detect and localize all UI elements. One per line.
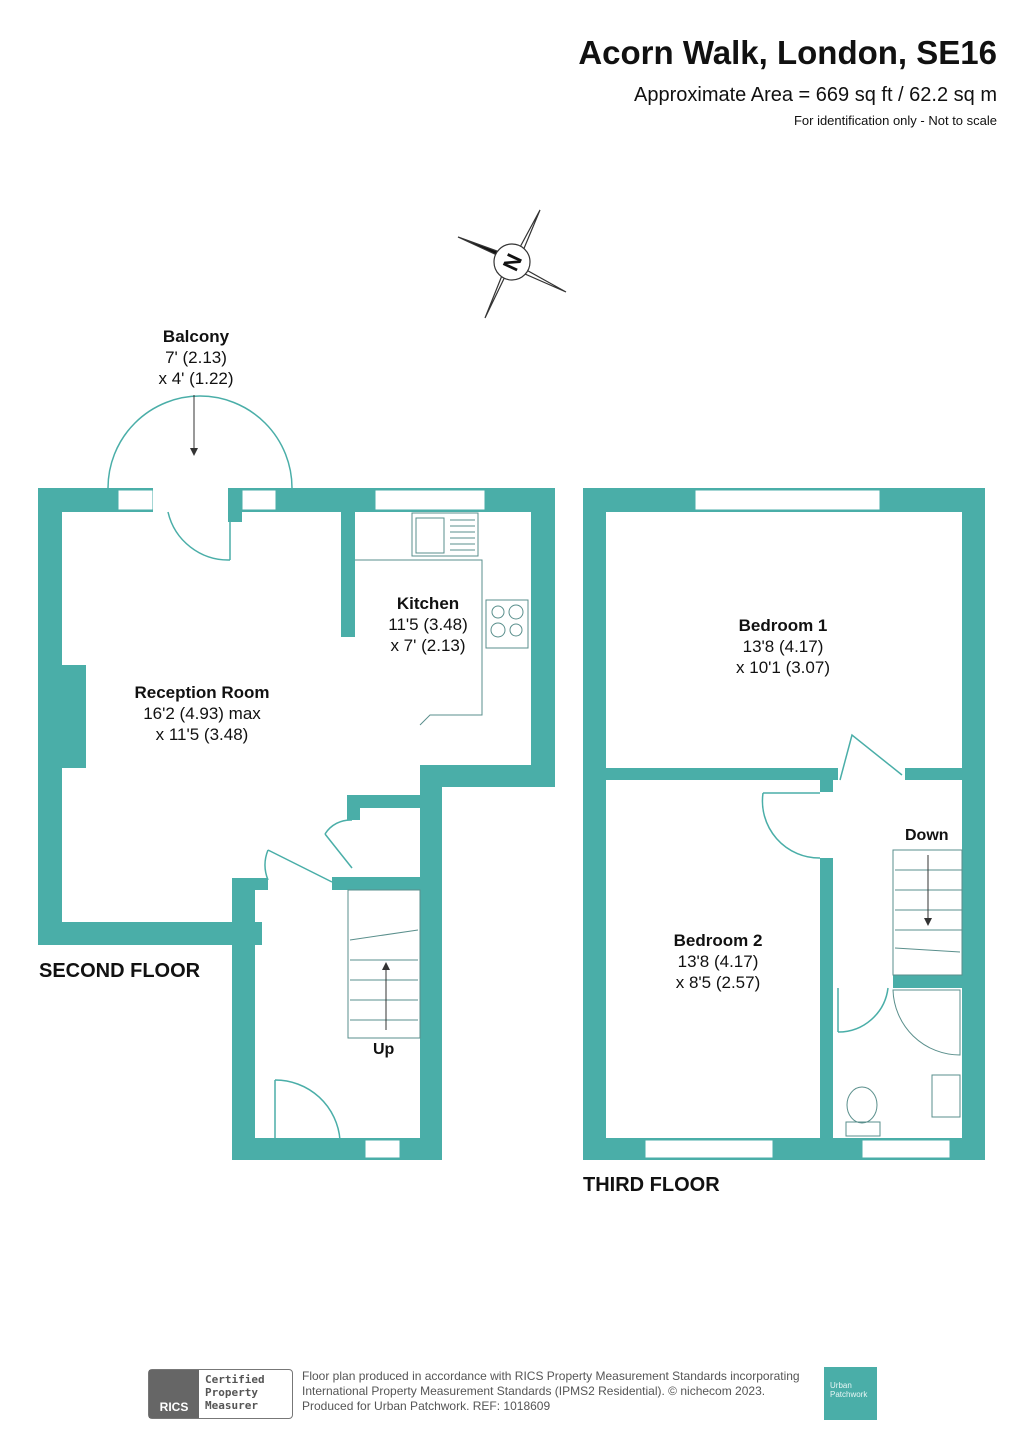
stairs-down-label: Down [905,827,949,844]
third-floor-walls [583,488,985,1160]
brand-text: Patchwork [830,1390,868,1399]
footer-disclaimer: Floor plan produced in accordance with R… [302,1369,800,1414]
chimney-breast [62,665,86,768]
cert-text: Measurer [205,1399,258,1412]
third-floor-label: THIRD FLOOR [583,1174,720,1196]
third-floor-windows [644,489,951,1159]
rics-logo: RICS [149,1370,199,1418]
compass-icon: N [457,209,567,319]
room-name: Kitchen [396,594,460,613]
disclaimer: For identification only - Not to scale [793,113,997,128]
second-floor-windows [117,488,486,1159]
room-bedroom-1: Bedroom 1 13'8 (4.17) x 10'1 (3.07) [736,615,830,678]
room-name: Bedroom 1 [738,616,828,635]
room-dim: x 8'5 (2.57) [675,973,761,992]
room-name: Bedroom 2 [673,931,763,950]
toilet-icon [846,1086,878,1124]
second-floor-walls [38,488,555,1160]
basin-icon [931,1074,961,1118]
room-dim: x 11'5 (3.48) [155,725,249,744]
footer-line: Floor plan produced in accordance with R… [302,1369,800,1383]
doors [107,395,353,1141]
room-name: Balcony [162,327,230,346]
third-floor-doors [761,733,903,1033]
property-title: Acorn Walk, London, SE16 [578,34,997,71]
approximate-area: Approximate Area = 669 sq ft / 62.2 sq m [634,84,997,106]
room-dim: x 7' (2.13) [390,636,466,655]
stairs-down [892,849,963,976]
second-floor-label: SECOND FLOOR [39,960,201,982]
room-dim: x 10'1 (3.07) [736,658,830,677]
room-reception: Reception Room 16'2 (4.93) max x 11'5 (3.4… [134,682,269,745]
room-bedroom-2: Bedroom 2 13'8 (4.17) x 8'5 (2.57) [674,930,763,993]
shower-icon [892,989,961,1056]
kitchen-fittings [355,512,529,726]
stairs-up [347,889,421,1039]
sink-icon [411,512,479,557]
cert-text: Property [205,1386,258,1399]
room-dim: 11'5 (3.48) [388,615,468,634]
room-name: Reception Room [134,683,270,702]
bathroom-fixtures [845,989,961,1137]
room-dim: x 4' (1.22) [158,369,234,388]
room-dim: 13'8 (4.17) [677,952,759,971]
room-dim: 7' (2.13) [165,348,227,367]
footer-line: Produced for Urban Patchwork. REF: 10186… [302,1399,551,1413]
room-dim: 13'8 (4.17) [742,637,824,656]
room-dim: 16'2 (4.93) max [143,704,261,723]
room-balcony: Balcony 7' (2.13) x 4' (1.22) [158,326,233,389]
stairs-up-label: Up [373,1041,395,1058]
hob-icon [485,599,529,649]
room-kitchen: Kitchen 11'5 (3.48) x 7' (2.13) [388,593,467,656]
brand-text: Urban [830,1381,852,1390]
footer-line: International Property Measurement Stand… [302,1384,766,1398]
cert-text: Certified [205,1373,265,1386]
